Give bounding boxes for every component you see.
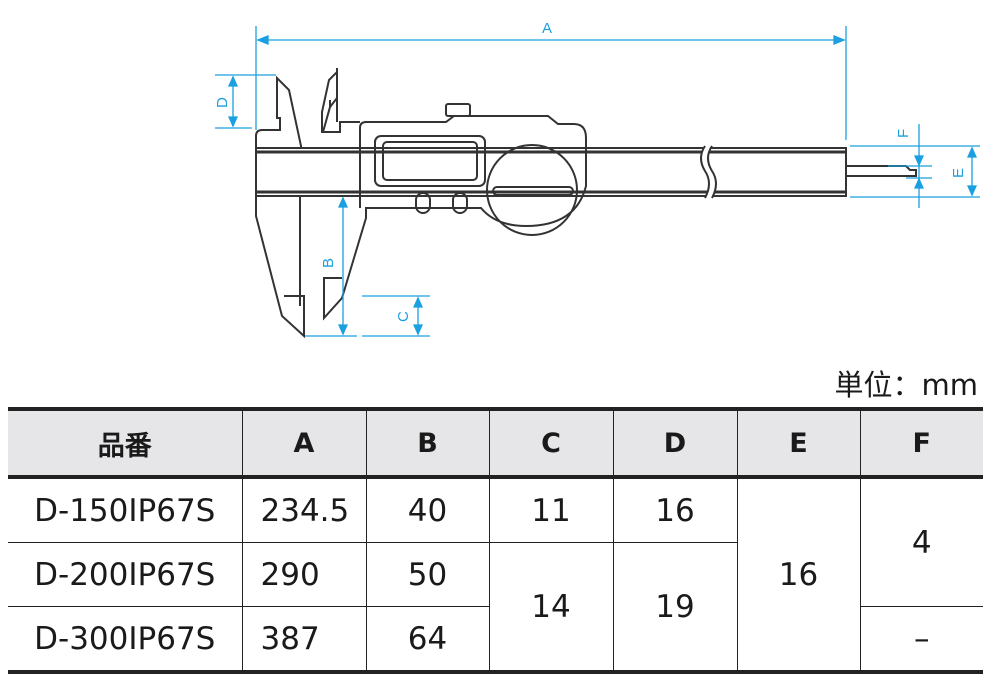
header-f: F <box>859 408 983 478</box>
cell-e: 16 <box>736 476 861 673</box>
dimension-label-e: E <box>950 168 967 178</box>
dimension-label-d: D <box>214 97 231 108</box>
spec-table: 品番 A B C D E F D-150IP67S 234.5 40 11 16… <box>8 407 983 674</box>
cell-model: D-150IP67S <box>8 476 243 543</box>
cell-b: 64 <box>365 606 490 673</box>
cell-a: 387 <box>241 606 367 673</box>
caliper-dimension-drawing: A B C D E F <box>214 20 980 339</box>
dimension-label-a: A <box>542 20 552 37</box>
table-header-row: 品番 A B C D E F <box>8 408 983 478</box>
header-c: C <box>488 408 614 478</box>
table-row: D-150IP67S 234.5 40 11 16 16 4 <box>8 476 983 673</box>
cell-c: 11 <box>488 476 614 543</box>
header-model: 品番 <box>8 408 243 478</box>
cell-c: 14 <box>488 542 614 673</box>
cell-b: 40 <box>365 476 490 543</box>
cell-d: 16 <box>612 476 738 543</box>
cell-b: 50 <box>365 542 490 607</box>
header-a: A <box>241 408 367 478</box>
cell-model: D-300IP67S <box>8 606 243 673</box>
dimension-lines <box>215 26 980 337</box>
cell-model: D-200IP67S <box>8 542 243 607</box>
dimension-label-b: B <box>320 258 337 268</box>
cell-f: – <box>859 606 983 673</box>
header-b: B <box>365 408 490 478</box>
cell-f: 4 <box>859 476 983 607</box>
cell-a: 290 <box>241 542 367 607</box>
cell-d: 19 <box>612 542 737 673</box>
caliper-outline <box>255 68 917 339</box>
header-e: E <box>736 408 861 478</box>
header-d: D <box>612 408 738 478</box>
main-beam <box>255 147 847 197</box>
dimension-label-f: F <box>895 129 912 138</box>
cell-a: 234.5 <box>241 476 367 543</box>
unit-label: 単位：mm <box>834 368 979 402</box>
table-row: D-200IP67S 290 50 14 19 <box>8 542 983 673</box>
dimension-label-c: C <box>395 311 412 322</box>
